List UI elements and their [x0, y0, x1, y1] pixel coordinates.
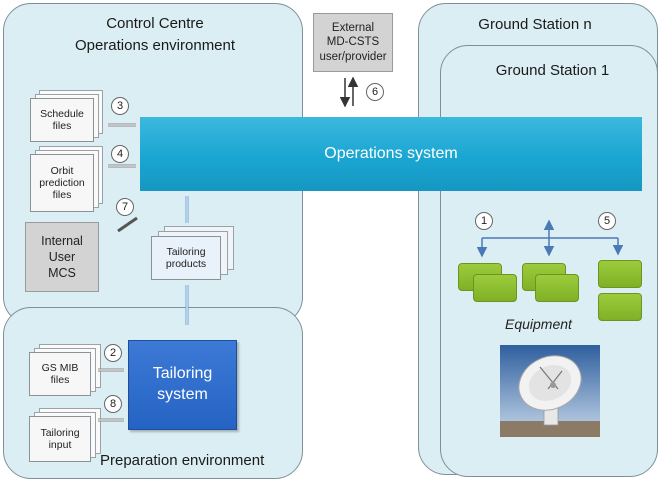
- interface-4-marker: 4: [111, 145, 129, 163]
- preparation-title: Preparation environment: [100, 452, 265, 469]
- gs-mib-files-line2: files: [50, 374, 70, 386]
- gs-mib-files-line1: GS MIB: [41, 361, 79, 374]
- satellite-dish-photo: [500, 345, 600, 437]
- interface-2-marker: 2: [104, 344, 122, 362]
- operations-system-label: Operations system: [324, 145, 458, 162]
- equipment-block: [473, 274, 517, 302]
- interface-3-marker: 3: [111, 97, 129, 115]
- equipment-block: [598, 260, 642, 288]
- internal-user-line1: Internal: [41, 233, 83, 248]
- orbit-files-line3: files: [52, 189, 72, 202]
- control-centre-title: Control Centre Operations environment: [40, 13, 270, 57]
- external-user-line3: user/provider: [319, 50, 387, 63]
- operations-system-box: Operations system: [140, 117, 642, 191]
- ground-station-1-title: Ground Station 1: [495, 62, 610, 79]
- schedule-files-line2: files: [52, 120, 72, 132]
- tailoring-system-line1: Tailoring: [152, 365, 213, 383]
- tailoring-system-line2: system: [157, 386, 208, 403]
- interface-8-marker: 8: [104, 395, 122, 413]
- interface-1-marker: 1: [475, 212, 493, 230]
- equipment-block: [535, 274, 579, 302]
- orbit-files-line2: prediction: [39, 176, 85, 189]
- internal-user-link: [117, 216, 138, 233]
- interface-6-marker: 6: [366, 83, 384, 101]
- tailoring-products-line1: Tailoring: [166, 245, 206, 258]
- control-centre-title-line2: Operations environment: [74, 37, 236, 54]
- internal-user-mcs-box: Internal User MCS: [25, 222, 99, 292]
- external-user-line2: MD-CSTS: [326, 36, 380, 49]
- internal-user-line3: MCS: [48, 266, 76, 281]
- internal-user-line2: User: [48, 249, 76, 264]
- ground-station-n-title: Ground Station n: [478, 16, 592, 33]
- tailoring-products-line2: products: [165, 258, 207, 270]
- tailoring-input-line2: input: [48, 439, 72, 451]
- external-md-csts-user-box: External MD-CSTS user/provider: [313, 13, 393, 72]
- schedule-files-line1: Schedule: [40, 107, 84, 120]
- orbit-files-line1: Orbit: [50, 164, 74, 177]
- tailoring-system-box: Tailoring system: [128, 340, 237, 430]
- equipment-block: [598, 293, 642, 321]
- external-user-line1: External: [331, 21, 375, 34]
- tailoring-input-line1: Tailoring: [40, 426, 80, 439]
- interface-7-marker: 7: [116, 198, 134, 216]
- control-centre-title-line1: Control Centre: [106, 15, 204, 32]
- equipment-label: Equipment: [505, 316, 572, 332]
- interface-5-marker: 5: [598, 212, 616, 230]
